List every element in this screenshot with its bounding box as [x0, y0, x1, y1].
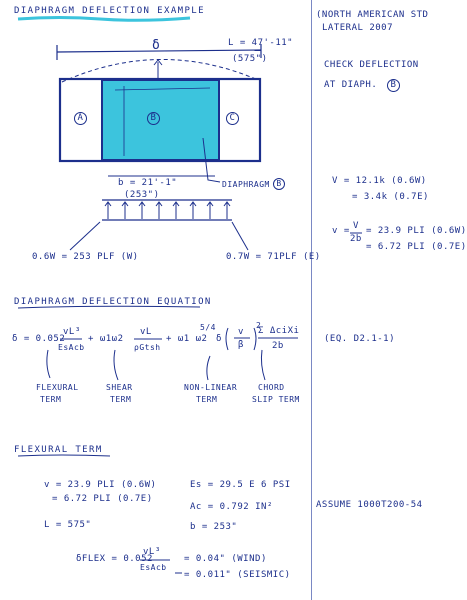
page-divider	[311, 0, 312, 600]
v-lower: v =	[332, 226, 350, 236]
nonlinear-label-1: NON-LINEAR	[184, 383, 238, 392]
flex-b: b = 253"	[190, 522, 238, 532]
term4-frac-den: β	[238, 340, 244, 350]
term3-denominator: ρGtsh	[134, 343, 161, 352]
zone-b-label: B	[147, 112, 160, 125]
width-inches: (253")	[124, 190, 160, 200]
length-label: L = 47'-11"	[228, 38, 294, 48]
v-result2: = 6.72 PLI (0.7E)	[366, 242, 467, 252]
equation-heading-underline	[17, 305, 201, 309]
delta-flex-eq: δFLEX = 0.052	[76, 554, 153, 564]
flexural-heading: FLEXURAL TERM	[14, 445, 103, 455]
term4-frac-num: v	[238, 327, 244, 337]
term1-numerator: vL³	[63, 327, 81, 337]
width-label: b = 21'-1"	[118, 178, 178, 188]
flex-L: L = 575"	[44, 520, 92, 530]
inner-span-line	[114, 87, 211, 91]
shear-v: V = 12.1k (0.6W)	[332, 176, 427, 186]
delta-arrowhead	[153, 59, 163, 66]
delta-flex-num: vL³	[143, 547, 161, 557]
load-left-label: 0.6W = 253 PLF (W)	[32, 252, 139, 262]
term4-power: 2	[256, 321, 262, 330]
fraction-bars	[60, 232, 362, 561]
shear-v2: = 3.4k (0.7E)	[352, 192, 429, 202]
flexural-heading-underline	[17, 454, 111, 457]
term4-delta: δ	[216, 334, 222, 344]
term3-numerator: vL	[140, 327, 152, 337]
length-dimension-line	[56, 49, 262, 53]
v-result1: = 23.9 PLI (0.6W)	[366, 226, 467, 236]
page-title: DIAPHRAGM DEFLECTION EXAMPLE	[14, 6, 205, 16]
diaphragm-label: DIAPHRAGM	[222, 180, 270, 189]
shear-label-2: TERM	[110, 395, 132, 404]
zone-a-label: A	[74, 112, 87, 125]
flex-Ac: Ac = 0.792 IN²	[190, 502, 273, 512]
flex-result-wind: = 0.04" (WIND)	[184, 554, 267, 564]
v-frac-den: 2b	[350, 234, 362, 244]
check-line2: AT DIAPH.	[324, 80, 378, 90]
check-line1: CHECK DEFLECTION	[324, 60, 419, 70]
flexural-label-1: FLEXURAL	[36, 383, 79, 392]
term5-numerator: Σ ΔciXi	[258, 326, 300, 336]
delta-equation: δ = 0.052	[12, 334, 66, 344]
shear-label-1: SHEAR	[106, 383, 133, 392]
deflected-shape	[61, 59, 259, 83]
flex-v1: v = 23.9 PLI (0.6W)	[44, 480, 157, 490]
zone-c-label: C	[226, 112, 239, 125]
load-right-label: 0.7W = 71PLF (E)	[226, 252, 321, 262]
chord-label-2: SLIP TERM	[252, 395, 300, 404]
assume-note: ASSUME 1000T200-54	[316, 500, 423, 510]
term4: + ω1 ω2	[166, 334, 208, 344]
term5-denominator: 2b	[272, 341, 284, 351]
title-underline	[17, 16, 191, 22]
flexural-label-2: TERM	[40, 395, 62, 404]
v-frac-num: V	[353, 221, 359, 231]
diagram-drawing	[17, 16, 362, 574]
term1-denominator: EsAcb	[58, 343, 85, 352]
diaphragm-pointer	[202, 137, 221, 183]
equation-reference: (EQ. D2.1-1)	[324, 334, 396, 344]
delta-symbol: δ	[152, 38, 161, 53]
equation-heading: DIAPHRAGM DEFLECTION EQUATION	[14, 297, 212, 307]
flex-v2: = 6.72 PLI (0.7E)	[52, 494, 153, 504]
term2: + ω1ω2	[88, 334, 124, 344]
flex-result-seismic: = 0.011" (SEISMIC)	[184, 570, 291, 580]
term-pointers	[46, 349, 266, 381]
reference-line2: LATERAL 2007	[322, 23, 394, 33]
chord-label-1: CHORD	[258, 383, 285, 392]
load-left-pointer	[69, 221, 101, 251]
zone-b-fill	[101, 79, 220, 161]
delta-flex-den: EsAcb	[140, 563, 167, 572]
check-marker: B	[387, 79, 400, 92]
term4-exponent: 5/4	[200, 323, 216, 332]
reference-line1: (NORTH AMERICAN STD	[316, 10, 429, 20]
load-arrows	[104, 201, 231, 219]
nonlinear-label-2: TERM	[196, 395, 218, 404]
flex-Es: Es = 29.5 E 6 PSI	[190, 480, 291, 490]
length-inches: (575")	[232, 54, 268, 64]
load-right-pointer	[231, 221, 249, 251]
diaphragm-marker: B	[273, 178, 285, 190]
nonlinear-parentheses	[225, 327, 257, 351]
